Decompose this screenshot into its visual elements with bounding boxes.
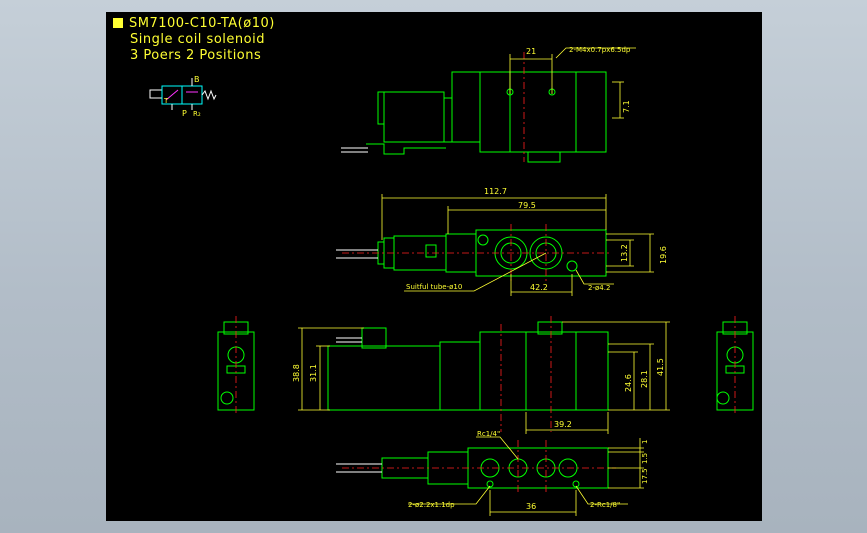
dim-mount-hole: 2-ø4.2	[588, 284, 610, 292]
dim-top-height: 7.1	[622, 100, 631, 113]
dim-bottom-dim-1: 1	[641, 440, 649, 444]
left-end-view	[217, 316, 255, 414]
dim-front-height-1: 38.8	[292, 364, 301, 382]
dim-front-height-5: 41.5	[656, 358, 665, 376]
dim-tube-note: Suitful tube-ø10	[406, 283, 462, 291]
dim-front-height-2: 31.1	[309, 364, 318, 382]
top-view: 21 2-M4x0.7px6.5dp 7.1	[341, 46, 636, 163]
title-line-description: Single coil solenoid	[130, 32, 265, 47]
model-name: SM7100-C10-TA(ø10)	[129, 16, 275, 31]
dim-bottom-holes: 2-ø2.2x1.1dp	[408, 501, 455, 509]
cad-drawing: B T P R₂ 21 2-M4x0.7px6.5dp	[149, 46, 754, 516]
plan-view: 112.7 79.5 13.2 19.6 Suitful tube-ø10 42…	[336, 187, 668, 296]
dim-side-height-1: 13.2	[620, 244, 629, 262]
dim-front-base: 39.2	[554, 420, 572, 429]
title-marker-icon	[113, 18, 123, 28]
right-end-view	[716, 316, 754, 414]
front-view: 38.8 31.1 24.6 28.1 41.5 39.2	[292, 316, 670, 434]
dim-side-height-2: 19.6	[659, 246, 668, 264]
dim-bottom-dim-3: 17.5	[641, 468, 649, 484]
dim-body-length: 79.5	[518, 201, 536, 210]
bottom-view: Rc1/4" 1 1.5 17.5 2-ø2.2x1.1dp 36 2-Rc1/…	[336, 430, 649, 516]
symbol-port-t: T	[163, 97, 169, 105]
dim-bottom-rc: 2-Rc1/8"	[590, 501, 620, 509]
valve-symbol: B T P R₂	[149, 75, 217, 118]
symbol-port-r: R₂	[193, 110, 201, 118]
dim-front-height-3: 24.6	[624, 374, 633, 392]
dim-front-height-4: 28.1	[640, 370, 649, 388]
symbol-port-b: B	[194, 75, 200, 84]
dim-top-thread: 2-M4x0.7px6.5dp	[569, 46, 631, 54]
symbol-port-p: P	[182, 109, 187, 118]
dim-port-spacing: 42.2	[530, 283, 548, 292]
dim-bottom-port: Rc1/4"	[477, 430, 500, 438]
title-line-positions: 3 Poers 2 Positions	[130, 48, 262, 63]
cad-viewport[interactable]: SM7100-C10-TA(ø10) Single coil solenoid …	[106, 12, 762, 521]
dim-top-pitch: 21	[526, 47, 536, 56]
dim-overall-length: 112.7	[484, 187, 507, 196]
title-line-model: SM7100-C10-TA(ø10)	[113, 16, 275, 31]
dim-bottom-dim-2: 1.5	[641, 453, 649, 464]
dim-bottom-pitch: 36	[526, 502, 536, 511]
